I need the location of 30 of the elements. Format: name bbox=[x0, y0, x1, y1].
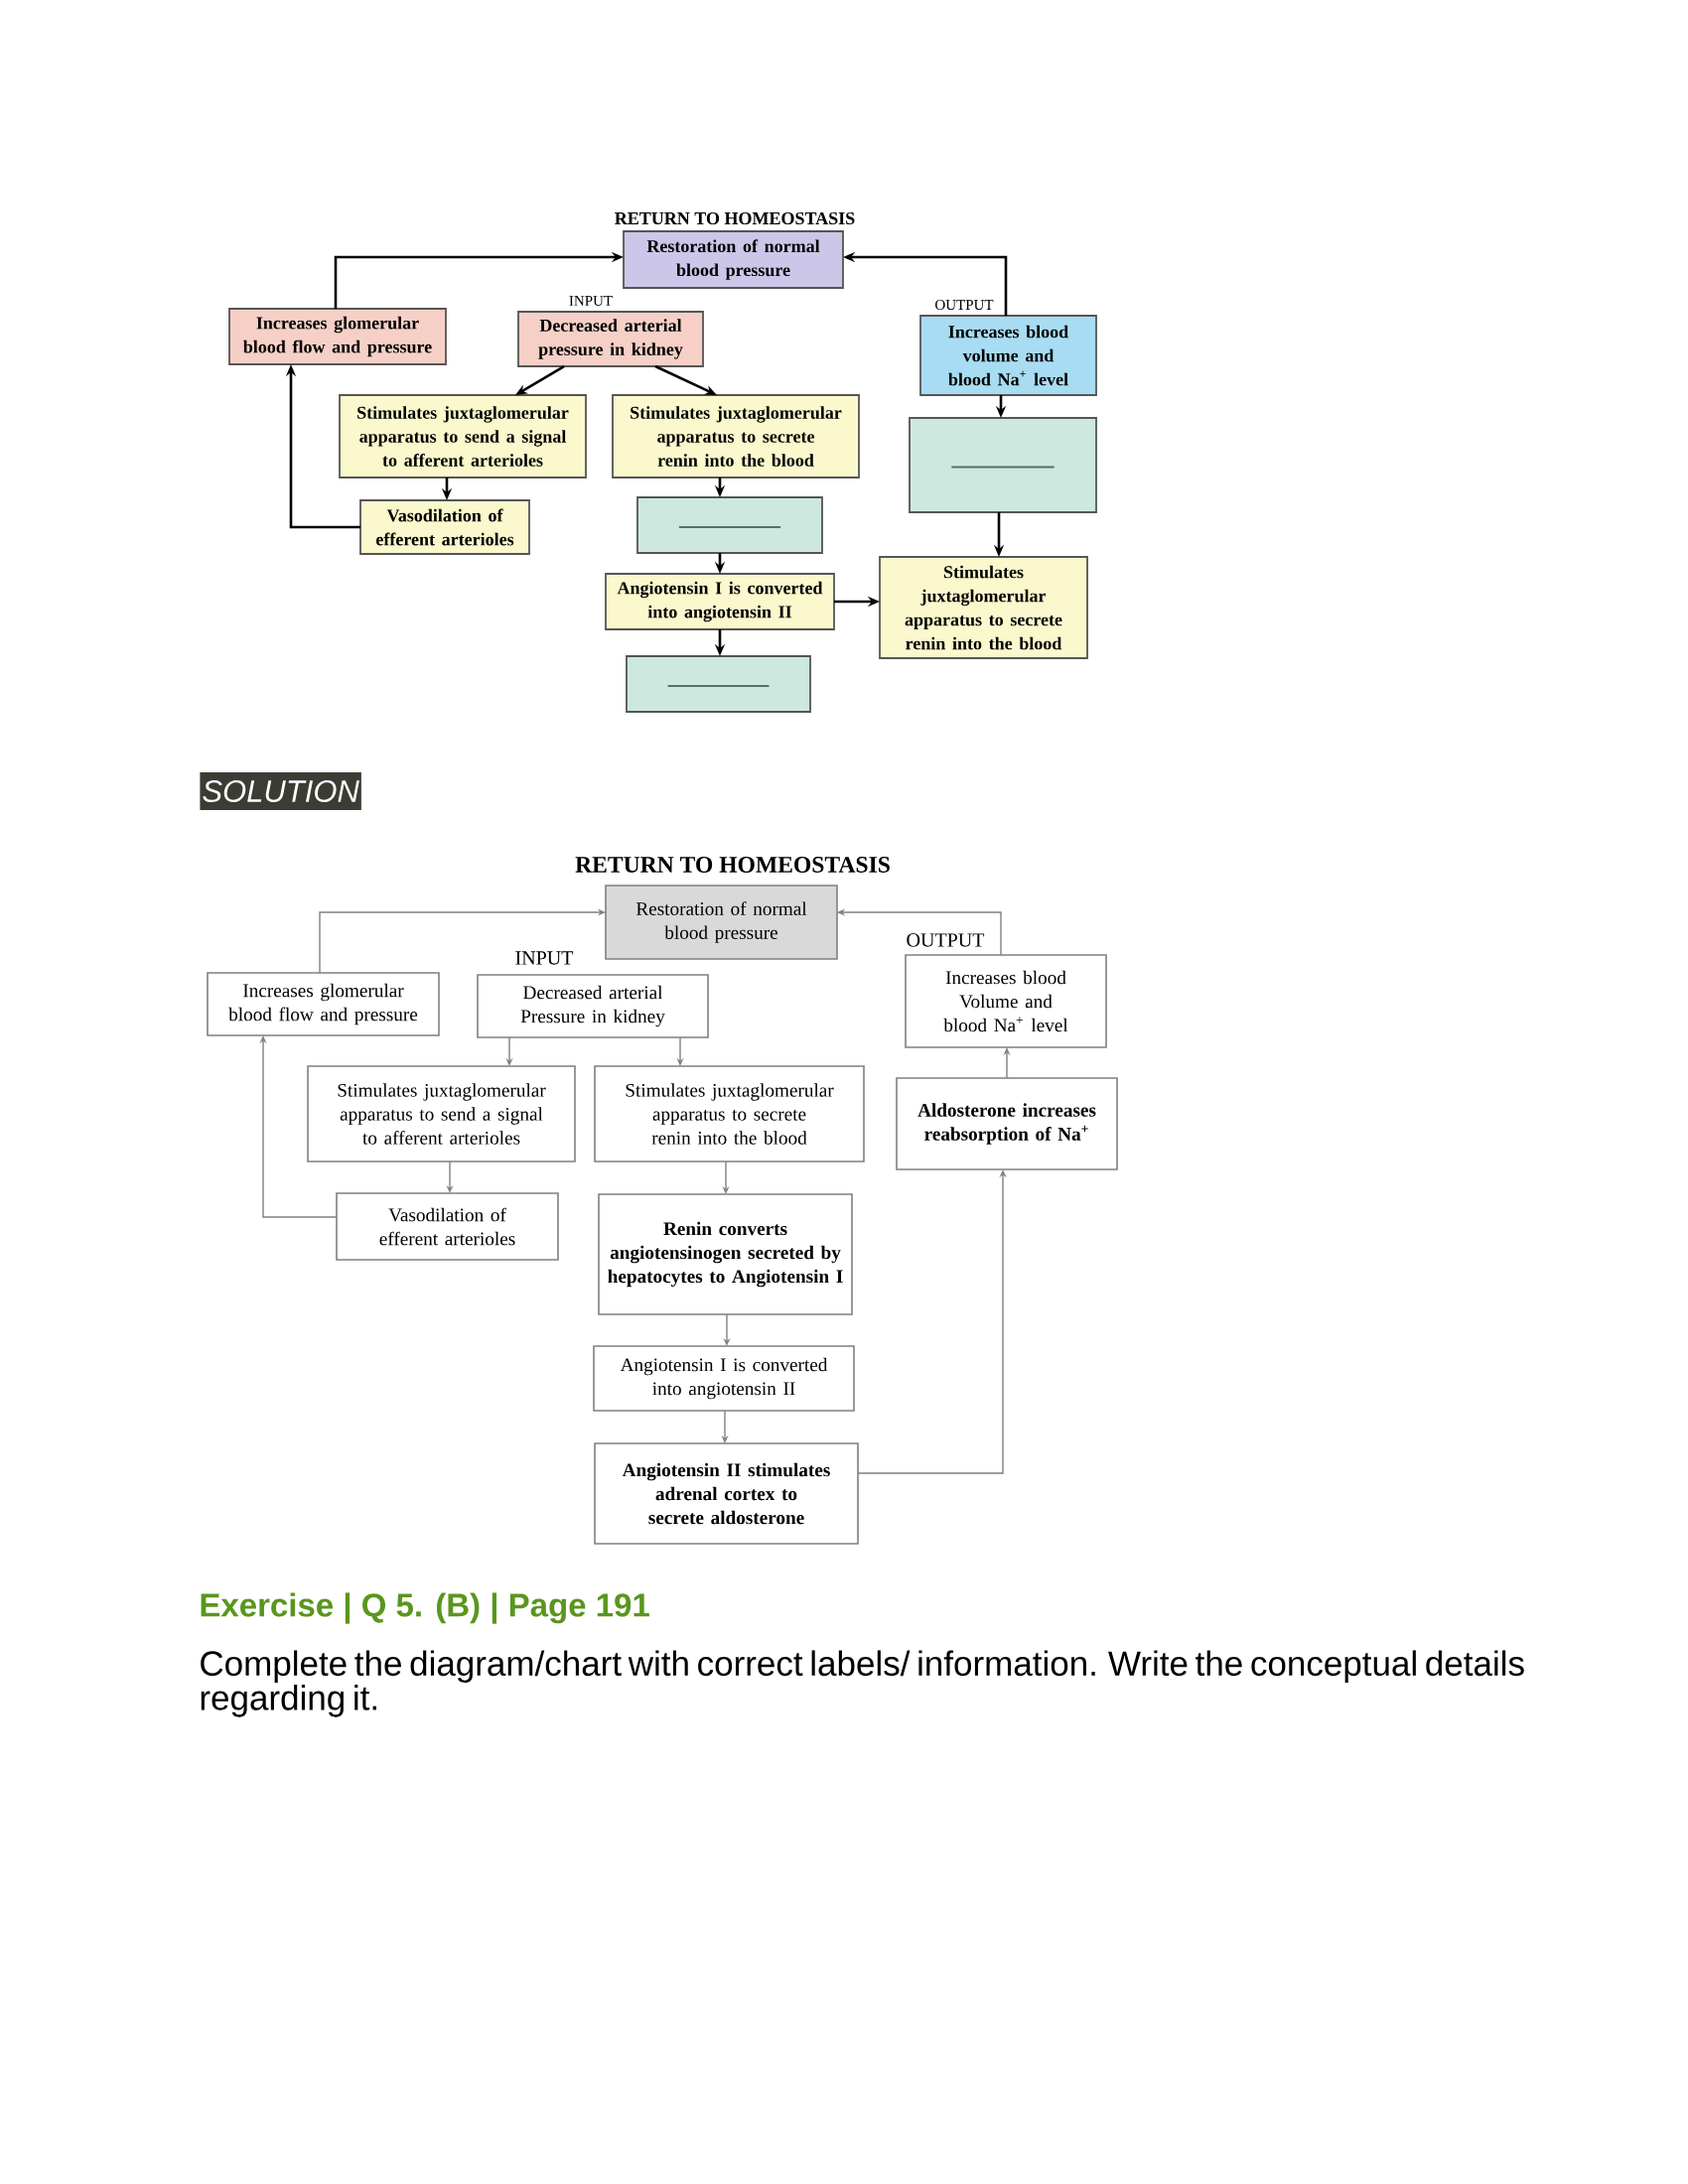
process-box: Stimulates juxtaglomerular apparatus to send a signal to afferent arterioles bbox=[339, 394, 587, 478]
process-box: Renin converts angiotensinogen secreted by hepatocytes to Angiotensin I bbox=[598, 1193, 853, 1315]
process-box: Vasodilation of efferent arterioles bbox=[336, 1192, 559, 1261]
question-text: Complete the diagram/chart with correct labels/ information. Write the conceptual details regarding it. bbox=[201, 1650, 1524, 1717]
section-label: OUTPUT bbox=[935, 300, 994, 311]
section-label: INPUT bbox=[515, 951, 574, 965]
blank-box bbox=[626, 655, 811, 713]
process-box: Stimulates juxtaglomerular apparatus to secrete renin into the blood bbox=[879, 556, 1088, 659]
process-box: Increases glomerular blood flow and pressure bbox=[228, 308, 447, 365]
section-label: OUTPUT bbox=[907, 933, 985, 947]
process-box: Increases glomerular blood flow and pressure bbox=[207, 972, 440, 1036]
process-box: Decreased arterial pressure in kidney bbox=[517, 311, 704, 367]
process-box: Vasodilation of efferent arterioles bbox=[359, 499, 530, 555]
section-label: INPUT bbox=[569, 296, 613, 306]
blank-box bbox=[909, 417, 1097, 513]
process-box: Stimulates juxtaglomerular apparatus to send a signal to afferent arterioles bbox=[307, 1065, 576, 1162]
blank-box bbox=[636, 496, 823, 554]
process-box: Decreased arterial Pressure in kidney bbox=[477, 974, 709, 1038]
process-box: Increases blood Volume and blood Na$^{+}$ level bbox=[905, 954, 1107, 1048]
process-box: Stimulates juxtaglomerular apparatus to secrete renin into the blood bbox=[612, 394, 860, 478]
process-box: Angiotensin II stimulates adrenal cortex to secrete aldosterone bbox=[594, 1442, 859, 1545]
solution-banner: SOLUTION bbox=[200, 772, 361, 810]
process-box: Aldosterone increases reabsorption of Na$^{+}$ bbox=[896, 1077, 1118, 1170]
process-box: Stimulates juxtaglomerular apparatus to secrete renin into the blood bbox=[594, 1065, 865, 1162]
process-box: Angiotensin I is converted into angiotensin II bbox=[593, 1345, 855, 1412]
process-box: Angiotensin I is converted into angiotensin II bbox=[605, 573, 835, 630]
process-box: Increases blood volume and blood Na$^{+}$ level bbox=[919, 315, 1097, 396]
process-box: Restoration of normal blood pressure bbox=[623, 230, 844, 289]
exercise-heading: Exercise | Q 5. (B) | Page 191 bbox=[201, 1592, 649, 1624]
process-box: Restoration of normal blood pressure bbox=[605, 885, 838, 960]
